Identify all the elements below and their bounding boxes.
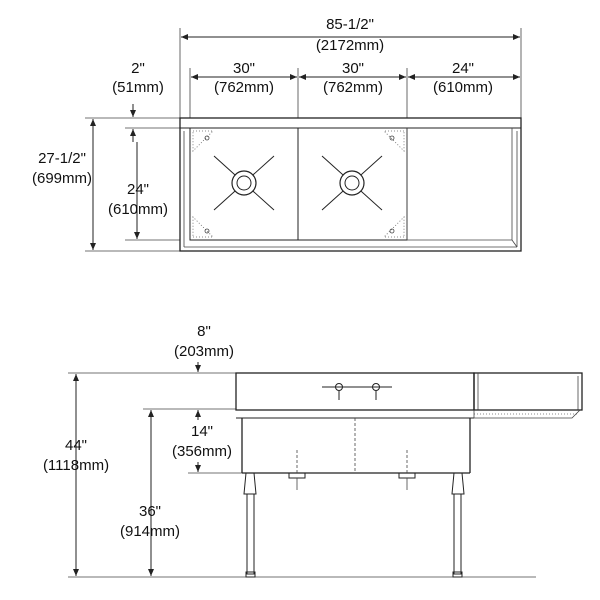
elevation-bowls: [241, 418, 471, 490]
faucet-icon: [322, 383, 392, 400]
bowl-depth-label: 24": [127, 181, 149, 198]
overall-height-label: 44": [65, 437, 87, 454]
elevation-bowl-depth-label: 14": [191, 423, 213, 440]
work-height-mm-label: (914mm): [120, 523, 180, 540]
overall-depth-label: 27-1/2": [38, 150, 86, 167]
bowl-left-mm-label: (762mm): [214, 79, 274, 96]
drainboard-label: 24": [452, 60, 474, 77]
elevation-view: 8" (203mm) 14" (356mm) 36" (914mm) 44" (…: [43, 323, 583, 578]
elevation-extension-lines: [68, 372, 536, 578]
plan-extension-lines: [85, 28, 522, 252]
right-drain-icon: [321, 155, 383, 211]
elevation-bowl-depth-mm-label: (356mm): [172, 443, 232, 460]
left-drain-icon: [213, 155, 275, 211]
overall-height-mm-label: (1118mm): [43, 457, 109, 474]
work-height-label: 36": [139, 503, 161, 520]
overall-width-mm-label: (2172mm): [316, 37, 384, 54]
bowl-right-mm-label: (762mm): [323, 79, 383, 96]
overall-width-label: 85-1/2": [326, 16, 374, 33]
backsplash-height-mm-label: (203mm): [174, 343, 234, 360]
bowl-right-label: 30": [342, 60, 364, 77]
elevation-rim: [236, 409, 581, 419]
bowl-left-label: 30": [233, 60, 255, 77]
backsplash-depth-label: 2": [131, 60, 145, 77]
elevation-backsplash: [235, 372, 583, 411]
plan-view: 85-1/2" (2172mm) 30" (762mm) 30" (762mm)…: [32, 16, 522, 252]
overall-depth-mm-label: (699mm): [32, 170, 92, 187]
elevation-legs: [243, 472, 465, 578]
backsplash-height-label: 8": [197, 323, 211, 340]
drainboard-plan: [406, 128, 518, 248]
bowl-depth-mm-label: (610mm): [108, 201, 168, 218]
backsplash-depth-mm-label: (51mm): [112, 79, 164, 96]
drainboard-mm-label: (610mm): [433, 79, 493, 96]
